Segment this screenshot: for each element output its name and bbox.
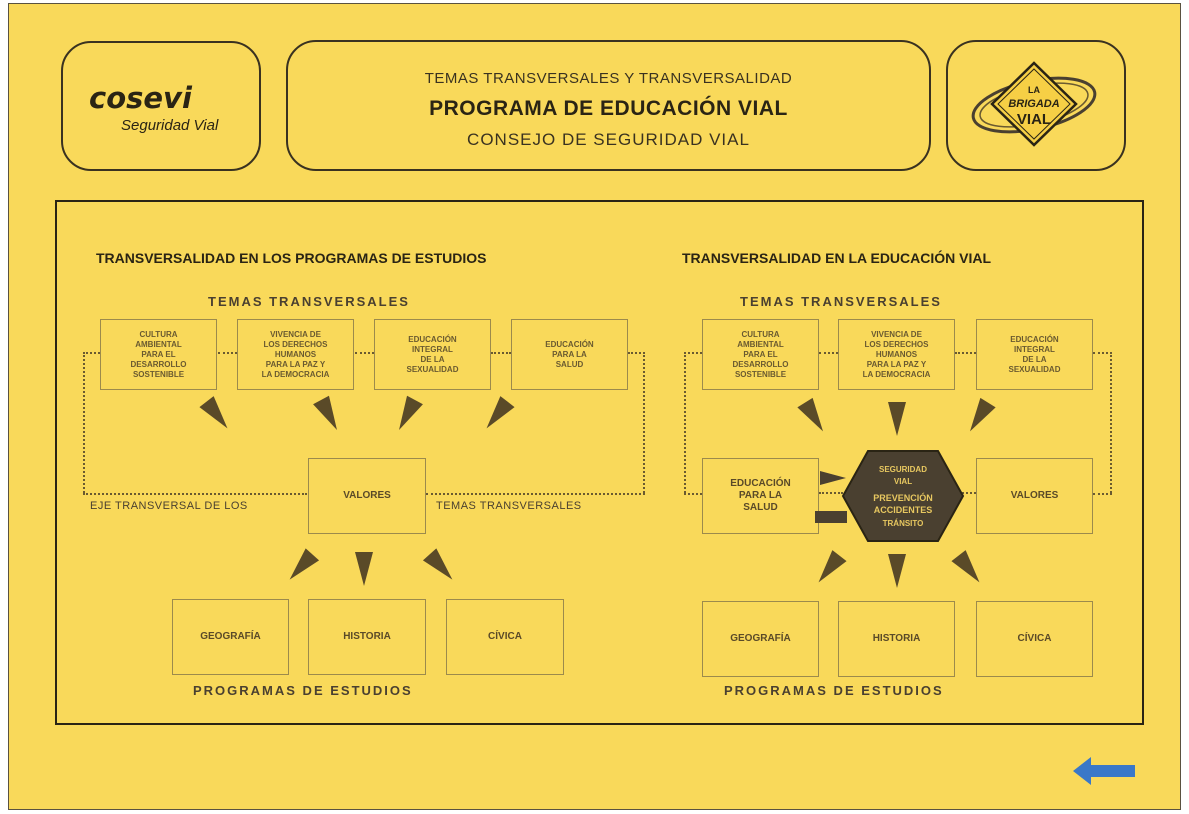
- brigada-vial-logo: LA BRIGADA VIAL: [971, 61, 1097, 147]
- cosevi-logo: cosevi: [89, 81, 192, 115]
- left-loop-left: [83, 352, 85, 493]
- left-loop-right: [643, 352, 645, 493]
- right-subject-historia: HISTORIA: [838, 601, 955, 677]
- left-connector: [491, 352, 511, 354]
- left-connector: [355, 352, 374, 354]
- badge-line-2: BRIGADA: [1008, 98, 1059, 110]
- left-loop-bottom: [83, 493, 307, 495]
- right-loop-bottom: [1093, 493, 1112, 495]
- salud-arrow-icon: [820, 471, 846, 485]
- left-subtitle: TEMAS TRANSVERSALES: [208, 294, 410, 309]
- down-arrow-icon: [888, 554, 906, 588]
- left-subject-civica: CÍVICA: [446, 599, 564, 675]
- salud-connector-bar: [815, 511, 847, 523]
- right-topic-cultura: CULTURA AMBIENTAL PARA EL DESARROLLO SOS…: [702, 319, 819, 390]
- right-link: [819, 492, 843, 494]
- left-topic-cultura: CULTURA AMBIENTAL PARA EL DESARROLLO SOS…: [100, 319, 217, 390]
- right-connector: [955, 352, 976, 354]
- cosevi-logo-box: cosevi Seguridad Vial: [61, 41, 261, 171]
- left-connector: [218, 352, 237, 354]
- left-axis-label: TEMAS TRANSVERSALES: [436, 500, 582, 512]
- right-connector: [684, 352, 702, 354]
- right-diagram-title: TRANSVERSALIDAD EN LA EDUCACIÓN VIAL: [682, 250, 992, 266]
- diagram-frame: [55, 200, 1144, 725]
- right-connector: [819, 352, 838, 354]
- right-subject-geografia: GEOGRAFÍA: [702, 601, 819, 677]
- header-line-1: TEMAS TRANSVERSALES Y TRANSVERSALIDAD: [424, 70, 793, 87]
- right-subject-civica: CÍVICA: [976, 601, 1093, 677]
- left-subject-historia: HISTORIA: [308, 599, 426, 675]
- right-valores-box: VALORES: [976, 458, 1093, 534]
- left-topic-derechos: VIVENCIA DE LOS DERECHOS HUMANOS PARA LA…: [237, 319, 354, 390]
- down-arrow-icon: [355, 552, 373, 586]
- hex-line-2: VIAL: [894, 477, 912, 486]
- page-frame: [8, 3, 1181, 810]
- left-arrow-icon[interactable]: [1073, 755, 1137, 787]
- right-subtitle: TEMAS TRANSVERSALES: [740, 294, 942, 309]
- left-valores-box: VALORES: [308, 458, 426, 534]
- brigada-vial-box: LA BRIGADA VIAL: [946, 40, 1126, 171]
- right-loop-right: [1110, 352, 1112, 493]
- right-loop-bottom: [684, 493, 702, 495]
- page-title: PROGRAMA DE EDUCACIÓN VIAL: [429, 97, 788, 120]
- left-footer: PROGRAMAS DE ESTUDIOS: [193, 683, 413, 698]
- badge-line-1: LA: [1028, 85, 1040, 95]
- right-topic-derechos: VIVENCIA DE LOS DERECHOS HUMANOS PARA LA…: [838, 319, 955, 390]
- right-topic-sexualidad: EDUCACIÓN INTEGRAL DE LA SEXUALIDAD: [976, 319, 1093, 390]
- down-arrow-icon: [888, 402, 906, 436]
- left-topic-salud: EDUCACIÓN PARA LA SALUD: [511, 319, 628, 390]
- badge-line-3: VIAL: [1017, 111, 1051, 128]
- hex-line-1: SEGURIDAD: [879, 465, 927, 474]
- seguridad-vial-hexagon: SEGURIDAD VIAL PREVENCIÓN ACCIDENTES TRÁ…: [841, 450, 965, 542]
- right-footer: PROGRAMAS DE ESTUDIOS: [724, 683, 944, 698]
- header-title-box: TEMAS TRANSVERSALES Y TRANSVERSALIDAD PR…: [286, 40, 931, 171]
- left-subject-geografia: GEOGRAFÍA: [172, 599, 289, 675]
- hex-line-5: TRÁNSITO: [883, 519, 924, 528]
- left-connector: [628, 352, 645, 354]
- hex-line-3: PREVENCIÓN: [873, 492, 933, 503]
- right-salud-box: EDUCACIÓN PARA LA SALUD: [702, 458, 819, 534]
- right-connector: [1093, 352, 1112, 354]
- left-loop-bottom: [426, 493, 645, 495]
- cosevi-tagline: Seguridad Vial: [121, 117, 219, 134]
- left-topic-sexualidad: EDUCACIÓN INTEGRAL DE LA SEXUALIDAD: [374, 319, 491, 390]
- right-loop-left: [684, 352, 686, 493]
- hex-line-4: ACCIDENTES: [874, 505, 933, 515]
- left-diagram-title: TRANSVERSALIDAD EN LOS PROGRAMAS DE ESTU…: [96, 250, 487, 266]
- header-line-3: CONSEJO DE SEGURIDAD VIAL: [467, 130, 750, 149]
- right-link: [955, 492, 976, 494]
- left-connector: [83, 352, 100, 354]
- left-axis-label: EJE TRANSVERSAL DE LOS: [90, 500, 248, 512]
